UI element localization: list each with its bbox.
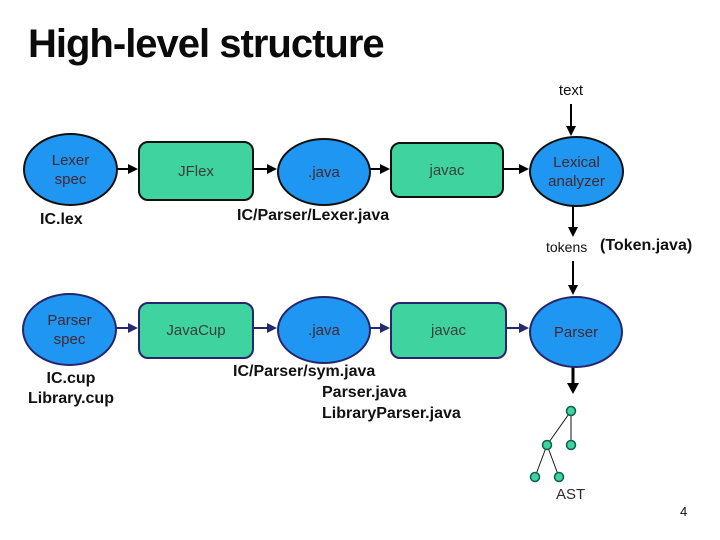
ast-node <box>565 405 577 417</box>
node-parser-spec: Parser spec <box>22 293 117 366</box>
label-ast: AST <box>556 486 586 503</box>
label-token-java: (Token.java) <box>600 237 693 254</box>
node-java-row2: .java <box>277 296 371 364</box>
arrow-javacup-to-java2 <box>251 323 277 333</box>
arrow-javac1-to-lexical-analyzer <box>501 164 529 174</box>
arrow-parser-to-ast <box>567 364 579 394</box>
label-ic-lex: IC.lex <box>40 211 83 228</box>
label-ic-cup-library-cup: IC.cup Library.cup <box>28 370 114 407</box>
arrow-jflex-to-java1 <box>251 164 277 174</box>
arrow-parserspec-to-javacup <box>114 323 138 333</box>
ast-tree <box>529 405 577 483</box>
page-number: 4 <box>680 504 688 519</box>
ast-node <box>565 439 577 451</box>
ast-node <box>553 471 565 483</box>
arrow-tokens-to-parser <box>568 261 578 295</box>
node-java-row1: .java <box>277 138 371 206</box>
label-tokens: tokens <box>546 239 588 255</box>
node-lexer-spec: Lexer spec <box>23 133 118 206</box>
node-parser: Parser <box>529 296 623 368</box>
node-javac-row1: javac <box>390 142 504 198</box>
arrow-java2-to-javac2 <box>368 323 390 333</box>
ast-node <box>529 471 541 483</box>
label-parser-generated-files: IC/Parser/sym.java Parser.java LibraryPa… <box>233 363 461 422</box>
node-lexical-analyzer: Lexical analyzer <box>529 136 624 207</box>
node-javacup: JavaCup <box>138 302 254 359</box>
arrow-lexical-to-tokens <box>568 204 578 237</box>
arrow-text-to-lexical-analyzer <box>566 104 576 136</box>
arrow-java1-to-javac1 <box>368 164 390 174</box>
label-ic-parser-lexer-java: IC/Parser/Lexer.java <box>237 207 390 224</box>
slide-title: High-level structure <box>28 22 385 66</box>
node-javac-row2: javac <box>390 302 507 359</box>
arrow-javac2-to-parser <box>504 323 529 333</box>
text-input-label: text <box>558 82 584 99</box>
node-jflex: JFlex <box>138 141 254 201</box>
arrow-lexerspec-to-jflex <box>115 164 138 174</box>
ast-node <box>541 439 553 451</box>
